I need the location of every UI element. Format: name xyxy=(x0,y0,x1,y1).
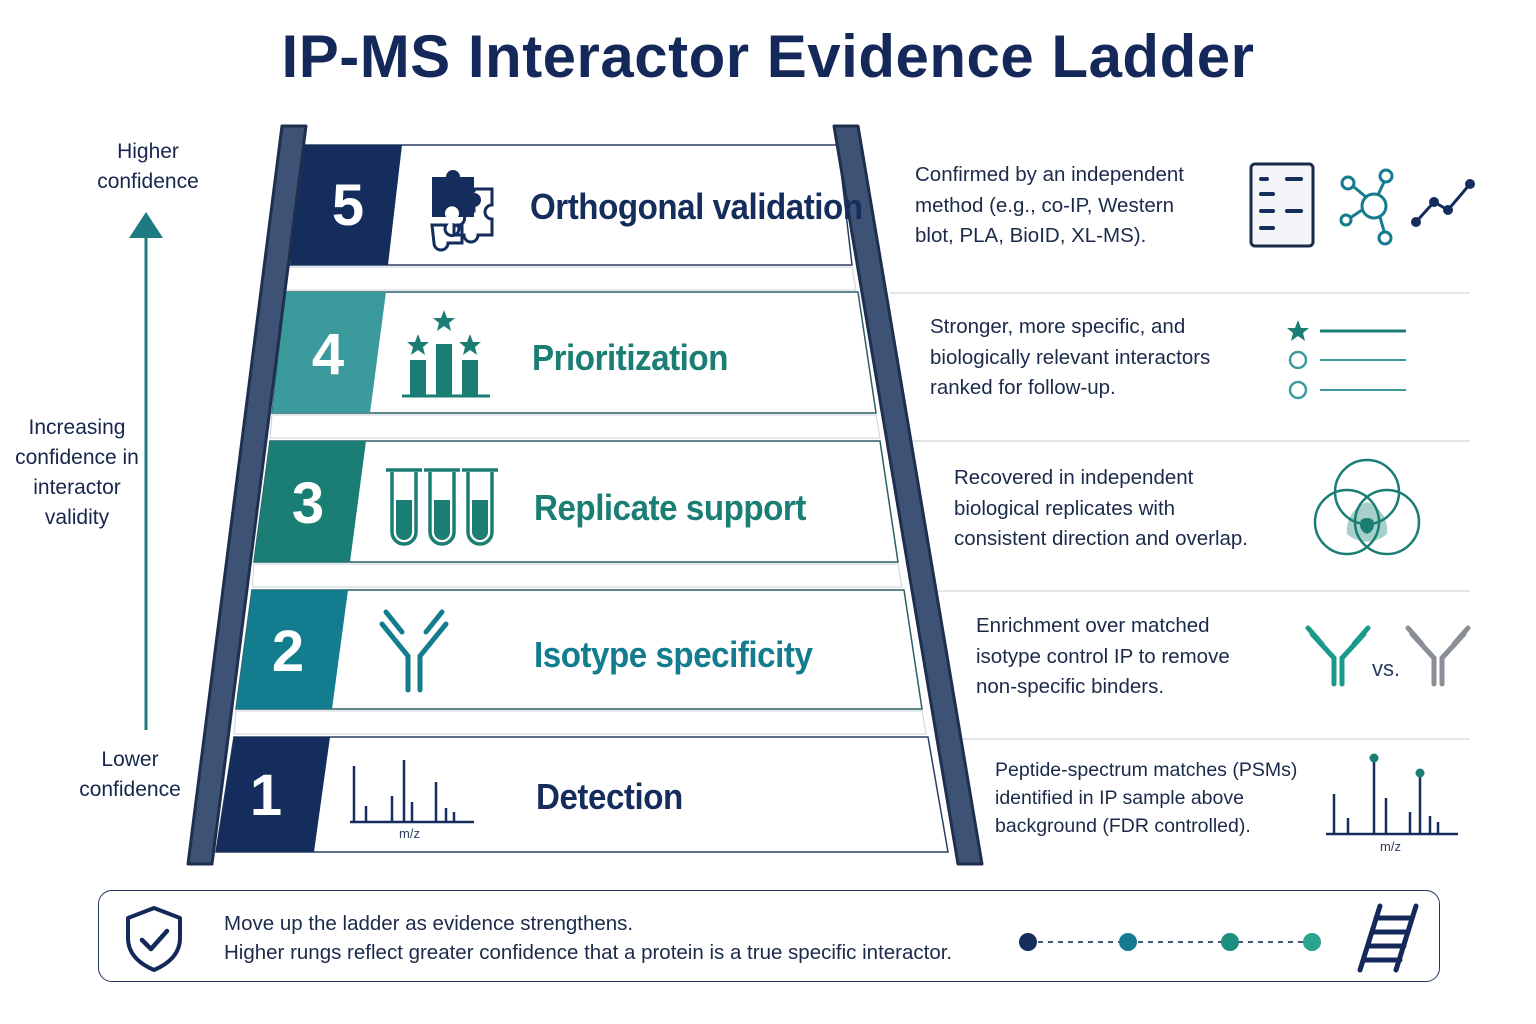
test-tubes-icon xyxy=(386,468,498,546)
rung-1-number-block xyxy=(216,737,330,852)
step-2-title: Isotype specificity xyxy=(534,634,813,675)
step-1-number: 1 xyxy=(249,763,283,828)
higher-confidence-label: Higher confidence xyxy=(97,140,199,193)
antibody-vs-icon xyxy=(1305,625,1471,687)
vs-label: vs. xyxy=(1372,656,1401,681)
line-chart-icon xyxy=(1411,179,1475,227)
step-3-description: Recovered in independent biological repl… xyxy=(954,466,1249,550)
antibody-icon xyxy=(379,609,449,693)
lower-confidence-label: Lower confidence xyxy=(79,748,181,801)
step-3-title: Replicate support xyxy=(534,487,806,528)
document-icon xyxy=(1249,162,1315,248)
step-5-title: Orthogonal validation xyxy=(530,186,863,227)
step-4-title: Prioritization xyxy=(532,337,728,378)
ladder-rails xyxy=(186,124,984,866)
spectrum-axis-label: m/z xyxy=(399,826,420,841)
step-4-number: 4 xyxy=(311,322,345,387)
ranked-list-icon xyxy=(1287,320,1406,400)
rung-3-number-block xyxy=(254,441,366,562)
rung-5-number-block xyxy=(290,145,402,265)
rung-2-number-block xyxy=(236,590,348,709)
step-2-number: 2 xyxy=(271,619,305,684)
puzzle-icon xyxy=(430,170,494,252)
ladder-icon xyxy=(1357,903,1419,973)
step-2-description: Enrichment over matched isotype control … xyxy=(976,614,1230,698)
rung-5 xyxy=(285,144,857,291)
step-1-title: Detection xyxy=(536,776,683,817)
step-3-number: 3 xyxy=(291,471,325,536)
footer-box xyxy=(98,890,1440,982)
confidence-arrow-icon xyxy=(129,212,163,730)
increasing-confidence-label: Increasing confidence in interactor vali… xyxy=(15,416,139,529)
step-5-number: 5 xyxy=(331,173,365,238)
shield-check-icon xyxy=(126,906,182,972)
side-spectrum-axis-label: m/z xyxy=(1380,839,1401,854)
step-4-description: Stronger, more specific, and biologicall… xyxy=(930,315,1211,399)
venn-icon xyxy=(1313,458,1421,556)
spectrum-marker-icon xyxy=(1326,753,1458,836)
step-1-description: Peptide-spectrum matches (PSMs) identifi… xyxy=(995,759,1298,837)
page-title: IP-MS Interactor Evidence Ladder xyxy=(281,23,1255,90)
progress-dots-icon xyxy=(1019,933,1321,951)
footer-line-2: Higher rungs reflect greater confidence … xyxy=(224,941,953,964)
rung-4-number-block xyxy=(272,292,386,413)
spectrum-icon xyxy=(350,760,474,824)
footer-line-1: Move up the ladder as evidence strengthe… xyxy=(224,912,634,935)
network-icon xyxy=(1339,168,1394,246)
ranked-bars-icon xyxy=(402,310,490,398)
step-5-description: Confirmed by an independent method (e.g.… xyxy=(915,163,1184,247)
